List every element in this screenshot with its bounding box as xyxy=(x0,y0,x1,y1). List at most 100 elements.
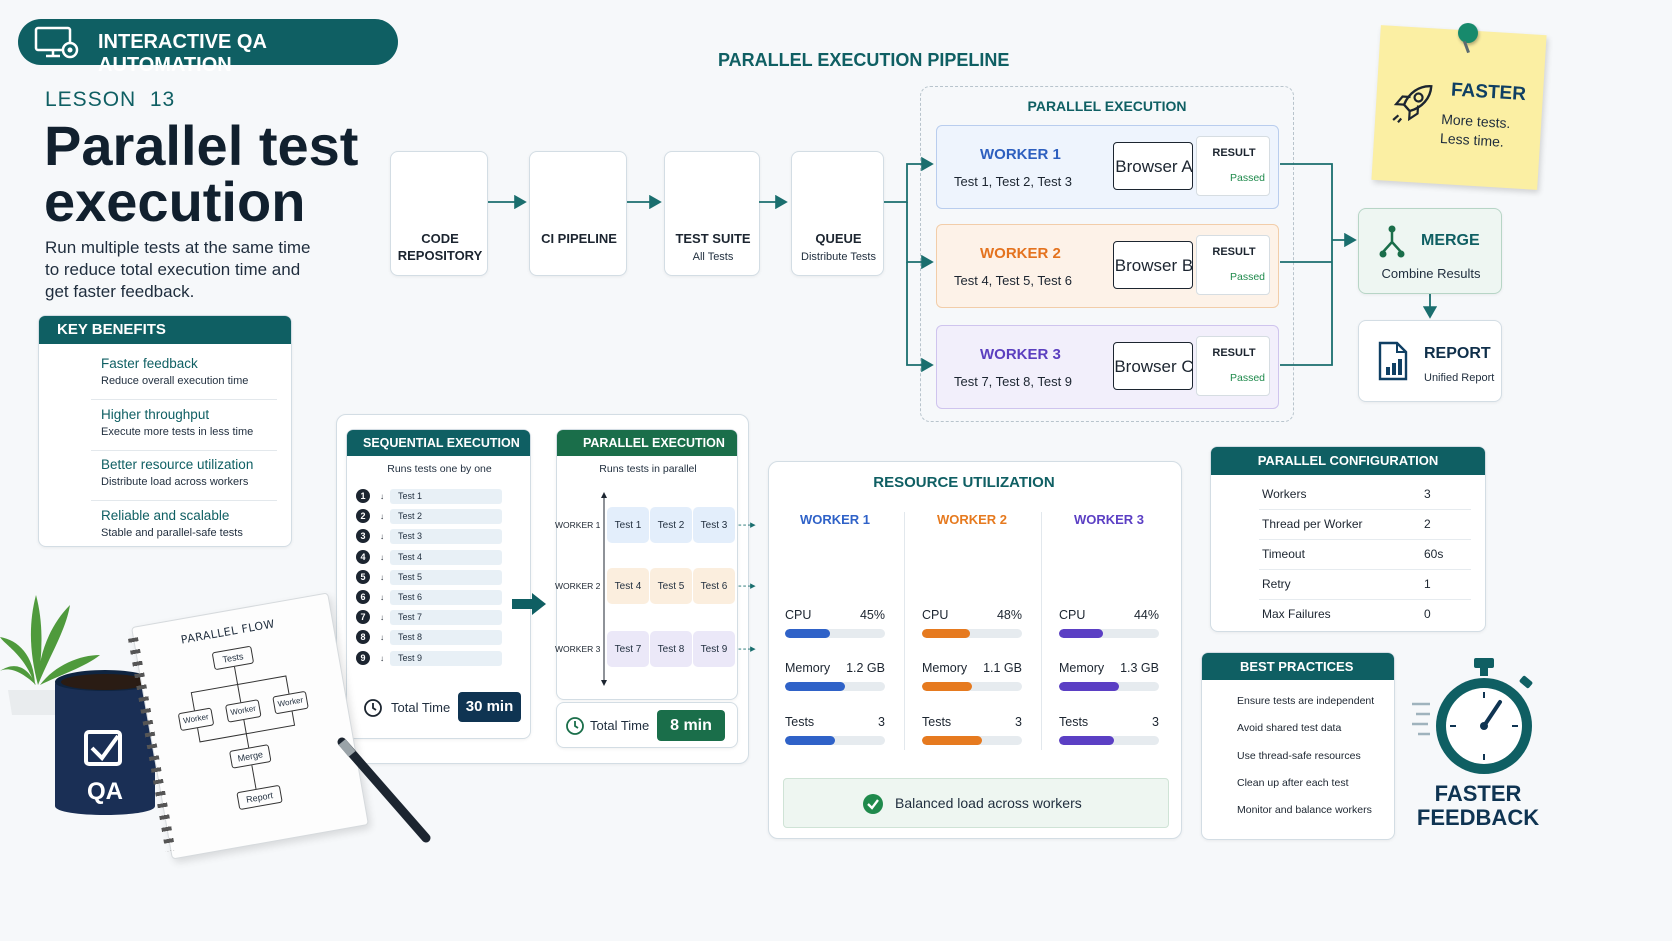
lesson-badge: INTERACTIVE QA AUTOMATION xyxy=(18,19,398,76)
config-header: PARALLEL CONFIGURATION xyxy=(1211,447,1485,475)
parallel-header: PARALLEL EXECUTION xyxy=(557,430,737,456)
step-label: QUEUE xyxy=(815,231,862,246)
benefit-title: Reliable and scalable xyxy=(101,507,230,523)
clock-icon xyxy=(364,699,382,717)
parallel-sub: Runs tests in parallel xyxy=(599,463,697,475)
description: Run multiple tests at the same time to r… xyxy=(45,238,311,301)
tests-value: 3 xyxy=(1015,715,1022,729)
lesson-label: LESSON 13 xyxy=(45,88,176,111)
sticky-note: FASTER More tests. Less time. xyxy=(1371,25,1547,190)
benefit-title: Faster feedback xyxy=(101,356,198,371)
resource-divider xyxy=(904,512,905,750)
worker-tests: Test 7, Test 8, Test 9 xyxy=(954,374,1073,389)
step-number: 1 xyxy=(356,489,370,503)
plant-illustration xyxy=(0,595,100,715)
result-label: RESULT xyxy=(1212,147,1256,159)
seq-arrow-icon: ↓ xyxy=(380,532,384,542)
practice-item: Avoid shared test data xyxy=(1237,722,1342,735)
pipeline-step-2: CI PIPELINE xyxy=(529,151,627,276)
browser-label: Browser B xyxy=(1114,256,1193,275)
config-label: Max Failures xyxy=(1262,607,1331,621)
step-number: 2 xyxy=(356,509,370,524)
report-card: REPORT Unified Report xyxy=(1358,320,1502,402)
result-label: RESULT xyxy=(1212,347,1256,359)
sequential-test: Test 6 xyxy=(390,590,502,605)
merge-card: MERGE Combine Results xyxy=(1358,208,1502,294)
sequential-total-value: 30 min xyxy=(458,692,521,722)
sequential-test: Test 9 xyxy=(390,650,502,666)
benefit-desc: Reduce overall execution time xyxy=(101,375,249,387)
cpu-value: 48% xyxy=(996,608,1022,622)
parallel-test: Test 1 xyxy=(607,507,649,543)
parallel-row-arrow: - - -▸ xyxy=(738,580,756,592)
parallel-worker-label: WORKER 2 xyxy=(555,581,601,591)
notebook-illustration: PARALLEL FLOW Tests Worker Worker Worker… xyxy=(128,592,369,860)
sequential-header: SEQUENTIAL EXECUTION xyxy=(347,430,530,456)
tests-bar-fill xyxy=(922,736,982,745)
cpu-label: CPU xyxy=(1059,608,1086,622)
parallel-total-value: 8 min xyxy=(657,710,725,741)
tests-bar xyxy=(785,736,885,745)
pushpin-icon xyxy=(1458,23,1478,43)
key-benefits-header: KEY BENEFITS xyxy=(39,316,291,344)
benefit-desc: Execute more tests in less time xyxy=(101,425,254,438)
config-divider xyxy=(1259,509,1471,510)
parallel-worker-label: WORKER 3 xyxy=(555,644,601,654)
memory-bar xyxy=(1059,682,1159,691)
parallel-test: Test 3 xyxy=(693,507,735,543)
browser-label: Browser A xyxy=(1115,157,1193,176)
tests-label: Tests xyxy=(785,715,815,729)
cpu-bar xyxy=(785,629,885,638)
memory-label: Memory xyxy=(1059,661,1105,675)
sequential-test: Test 8 xyxy=(390,630,502,646)
clock-icon xyxy=(566,717,584,735)
badge-label: INTERACTIVE QA AUTOMATION xyxy=(98,31,267,76)
step-label: CI PIPELINE xyxy=(541,231,617,246)
step-number: 3 xyxy=(356,529,370,544)
parallel-test: Test 4 xyxy=(607,568,649,604)
pipeline-title: PARALLEL EXECUTION PIPELINE xyxy=(718,50,1010,70)
parallel-timeline-axis xyxy=(601,492,607,686)
parallel-row-arrow: - - -▸ xyxy=(738,519,756,531)
step-sub: All Tests xyxy=(692,251,734,263)
sticky-line2: Less time. xyxy=(1439,129,1505,150)
worker-tests: Test 1, Test 2, Test 3 xyxy=(954,174,1073,189)
cpu-label: CPU xyxy=(922,608,949,622)
pen-illustration xyxy=(337,737,431,843)
seq-arrow-icon: ↓ xyxy=(380,593,384,602)
check-circle-icon xyxy=(863,794,883,814)
step-number: 5 xyxy=(356,569,370,584)
tests-label: Tests xyxy=(922,715,952,729)
seq-arrow-icon: ↓ xyxy=(380,653,384,663)
comparison-arrow-icon xyxy=(512,593,546,615)
seq-arrow-icon: ↓ xyxy=(380,572,384,582)
config-label: Timeout xyxy=(1262,547,1305,561)
stopwatch-icon xyxy=(1412,658,1533,774)
cpu-value: 44% xyxy=(1133,608,1159,622)
browser-label: Browser C xyxy=(1114,357,1193,376)
config-value: 0 xyxy=(1424,607,1431,621)
config-divider xyxy=(1259,599,1471,600)
benefit-title: Higher throughput xyxy=(101,406,210,422)
memory-bar-fill xyxy=(785,682,845,691)
benefit-desc: Distribute load across workers xyxy=(101,476,249,488)
cpu-bar-fill xyxy=(785,629,830,638)
config-value: 3 xyxy=(1424,487,1431,501)
tests-bar xyxy=(922,736,1022,745)
result-label: RESULT xyxy=(1212,246,1256,258)
